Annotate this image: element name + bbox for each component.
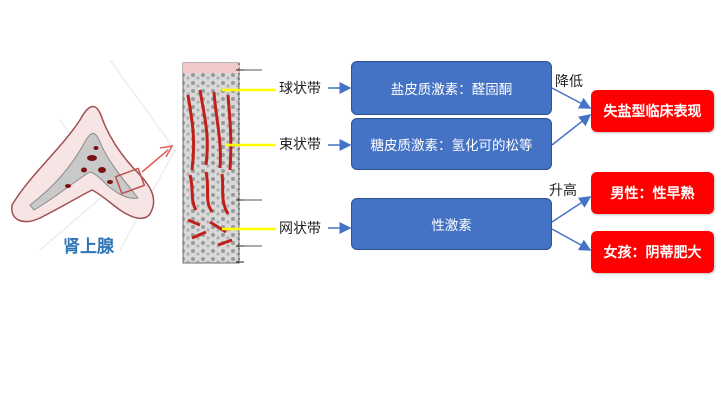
- arrow-glucocorticoid-to-salt-wasting: [552, 115, 590, 145]
- organ-label-adrenal-gland: 肾上腺: [63, 232, 114, 257]
- hormone-outcome-arrows: [552, 88, 590, 250]
- edge-label-decrease: 降低: [555, 71, 583, 91]
- arrow-sex-hormone-to-female: [552, 229, 590, 250]
- outcome-box-salt-wasting: 失盐型临床表现: [591, 90, 714, 132]
- outcome-box-male-precocious: 男性：性早熟: [591, 172, 714, 214]
- hormone-label-mineralocorticoid: 盐皮质激素：醛固酮: [391, 78, 513, 98]
- outcome-label-female-virilization: 女孩：阴蒂肥大: [604, 242, 702, 262]
- hormone-box-sex-hormone: 性激素: [351, 198, 552, 250]
- outcome-box-female-virilization: 女孩：阴蒂肥大: [591, 231, 714, 273]
- hormone-label-glucocorticoid: 糖皮质激素：氢化可的松等: [371, 134, 533, 154]
- zone-label-reticularis: 网状带: [279, 220, 321, 238]
- zone-hormone-arrows: [328, 88, 350, 228]
- edge-label-increase: 升高: [549, 180, 577, 200]
- cortex-histology-illustration: [183, 63, 262, 263]
- arrow-sex-hormone-to-male: [552, 197, 590, 222]
- hormone-box-glucocorticoid: 糖皮质激素：氢化可的松等: [351, 118, 552, 170]
- zone-label-fasciculata: 束状带: [279, 136, 321, 154]
- adrenal-gland-illustration: [12, 106, 154, 221]
- hormone-box-mineralocorticoid: 盐皮质激素：醛固酮: [351, 61, 552, 115]
- outcome-label-male-precocious: 男性：性早熟: [611, 183, 695, 203]
- zone-label-glomerulosa: 球状带: [279, 80, 321, 98]
- outcome-label-salt-wasting: 失盐型临床表现: [604, 101, 702, 121]
- hormone-label-sex-hormone: 性激素: [431, 214, 472, 234]
- arrow-mineralocorticoid-to-salt-wasting: [552, 88, 590, 108]
